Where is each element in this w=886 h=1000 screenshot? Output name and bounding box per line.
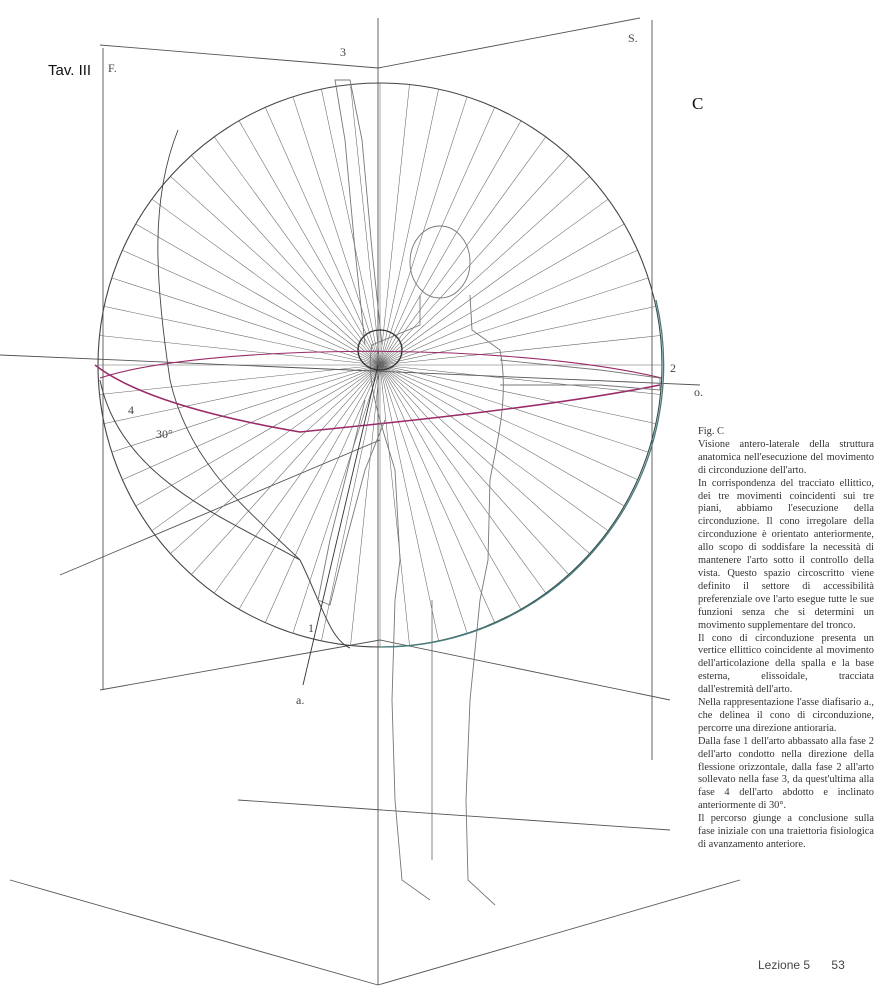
page-number: 53 — [831, 958, 845, 972]
ray — [191, 364, 381, 575]
caption-paragraph: Nella rappresentazione l'asse diafisario… — [698, 697, 874, 734]
ray — [379, 364, 495, 623]
label-sagittal-plane: S. — [628, 31, 638, 45]
circumduction-cone — [99, 129, 351, 649]
label-frontal-plane: F. — [108, 61, 117, 75]
ray — [321, 364, 381, 641]
figure-letter: C — [692, 94, 704, 113]
caption-paragraph: Il percorso giunge a conclusione sulla f… — [698, 813, 874, 850]
diaphyseal-axis — [302, 364, 379, 686]
caption-paragraph: Dalla fase 1 dell'arto abbassato alla fa… — [698, 735, 874, 812]
ray — [111, 277, 381, 366]
diagram-labels: F. S. 3 2 4 30° o. 1 a. — [108, 31, 703, 707]
lesson-label: Lezione 5 — [758, 958, 811, 972]
plate-label: Tav. III — [48, 62, 92, 79]
ray — [379, 364, 410, 646]
ray — [238, 364, 381, 610]
label-angle: 30° — [156, 427, 173, 441]
ray — [379, 364, 569, 575]
ray — [379, 176, 590, 366]
ray — [321, 89, 381, 366]
ray — [379, 364, 547, 594]
ray — [99, 364, 381, 395]
caption-paragraph: Il cono di circonduzione presenta un ver… — [698, 632, 874, 696]
ray — [379, 364, 656, 424]
ray — [379, 277, 649, 366]
ray — [265, 107, 381, 366]
ray — [135, 364, 381, 507]
ray — [213, 364, 381, 594]
label-axis-o: o. — [694, 385, 703, 399]
ray — [379, 198, 609, 366]
ray — [350, 84, 381, 366]
label-phase-3: 3 — [340, 45, 346, 59]
page-footer: Lezione 5 53 — [758, 958, 845, 972]
ray — [151, 198, 381, 366]
ray — [104, 364, 381, 424]
ray — [379, 96, 468, 366]
label-phase-1: 1 — [308, 621, 314, 635]
ray — [135, 223, 381, 366]
ray — [379, 364, 609, 532]
ray — [379, 364, 590, 554]
ray — [213, 136, 381, 366]
ray — [151, 364, 381, 532]
radial-rays — [98, 83, 662, 647]
label-axis-a: a. — [296, 693, 304, 707]
ray — [99, 335, 381, 366]
label-phase-2: 2 — [670, 361, 676, 375]
ray — [238, 120, 381, 366]
ray — [292, 96, 381, 366]
ray — [104, 306, 381, 366]
ray — [379, 364, 522, 610]
ray — [170, 364, 381, 554]
ray — [292, 364, 381, 634]
ray — [111, 364, 381, 453]
ray — [379, 223, 625, 366]
ray — [379, 364, 439, 641]
label-phase-4: 4 — [128, 403, 134, 417]
ray — [379, 89, 439, 366]
perspective-box — [0, 17, 741, 986]
ray — [170, 176, 381, 366]
ray — [379, 364, 638, 480]
ray — [379, 136, 547, 366]
human-figure — [317, 79, 661, 906]
figure-caption: Fig. C Visione antero-laterale della str… — [698, 426, 874, 852]
ray — [379, 155, 569, 366]
ray — [379, 335, 661, 366]
ray — [350, 364, 381, 646]
caption-paragraph: Visione antero-laterale della struttura … — [698, 438, 874, 476]
caption-title: Fig. C — [698, 426, 724, 437]
ray — [379, 364, 661, 395]
ray — [379, 364, 468, 634]
caption-paragraph: In corrispondenza del tracciato ellittic… — [698, 477, 874, 631]
ray — [379, 120, 522, 366]
ray — [265, 364, 381, 623]
ray — [379, 306, 656, 366]
ray — [122, 250, 381, 366]
ray — [379, 250, 638, 366]
ray — [379, 84, 410, 366]
ray — [379, 364, 625, 507]
ray — [379, 107, 495, 366]
ray — [191, 155, 381, 366]
